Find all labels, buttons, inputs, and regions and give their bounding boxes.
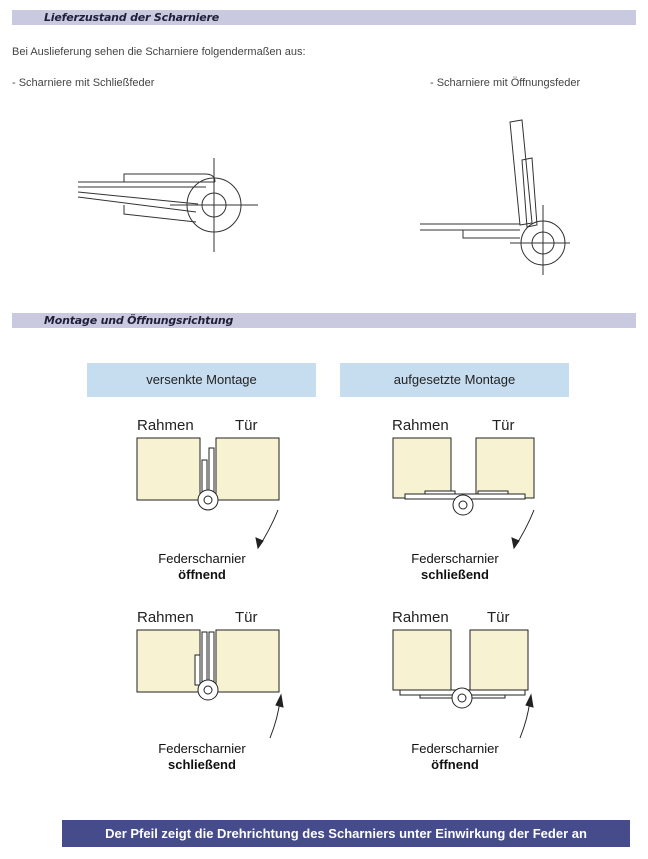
closing-spring-label: - Scharniere mit Schließfeder (12, 77, 155, 89)
caption-flush-opening: Federscharnier öffnend (158, 551, 246, 582)
section-title: Lieferzustand der Scharniere (44, 11, 219, 24)
rahmen-label: Rahmen (137, 609, 194, 626)
rahmen-label: Rahmen (392, 417, 449, 434)
opening-spring-label: - Scharniere mit Öffnungsfeder (430, 77, 581, 89)
rahmen-label: Rahmen (392, 609, 449, 626)
tuer-label: Tür (487, 609, 510, 626)
tuer-label: Tür (235, 417, 258, 434)
versenkte-montage-label: versenkte Montage (87, 363, 316, 397)
tuer-label: Tür (492, 417, 515, 434)
rotation-direction-note: Der Pfeil zeigt die Drehrichtung des Sch… (62, 820, 630, 847)
intro-text: Bei Auslieferung sehen die Scharniere fo… (12, 46, 306, 58)
aufgesetzte-montage-label: aufgesetzte Montage (340, 363, 569, 397)
tuer-label: Tür (235, 609, 258, 626)
section-header-lieferzustand: Lieferzustand der Scharniere (12, 10, 636, 25)
caption-flush-closing: Federscharnier schließend (158, 741, 246, 772)
section-header-montage: Montage und Öffnungsrichtung (12, 313, 636, 328)
section-title: Montage und Öffnungsrichtung (44, 314, 234, 327)
caption-surface-opening: Federscharnier öffnend (411, 741, 499, 772)
caption-surface-closing: Federscharnier schließend (411, 551, 499, 582)
rahmen-label: Rahmen (137, 417, 194, 434)
